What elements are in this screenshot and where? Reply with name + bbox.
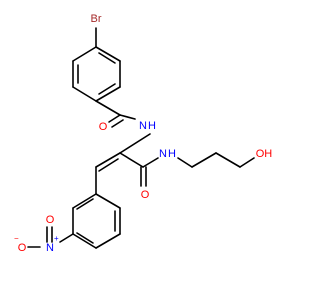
molecule-canvas: Br O N H N H O OH N + O O − — [14, 13, 273, 254]
nitro-oxygen-left-label: O — [18, 242, 27, 254]
bromine-label: Br — [91, 13, 102, 25]
amide2-oxygen-label: O — [141, 189, 150, 201]
hydroxyl-label: OH — [256, 148, 273, 160]
amide1-carbonyl-bond — [108, 114, 124, 128]
amide2-nitrogen-label: N — [159, 148, 167, 160]
nitro-nitrogen-label: N — [46, 242, 54, 254]
nitro-nitrogen-charge: + — [54, 234, 59, 243]
amide1-nitrogen-label: N — [139, 120, 147, 132]
amide1-hydrogen-label: H — [148, 120, 156, 132]
carbonyl2-n-bond — [142, 157, 159, 168]
carbonyl-n-bond — [119, 114, 136, 120]
nitro-double-bond — [46, 226, 53, 243]
ring-nitro-bond — [59, 233, 74, 243]
vinyl-double-bond — [95, 152, 121, 172]
nitro-oxygen-charge: − — [14, 234, 19, 243]
ring-carbonyl-bond — [95, 100, 121, 116]
nitrophenyl-ring — [72, 193, 121, 249]
amide1-oxygen-label: O — [99, 121, 108, 133]
n-alpha-carbon-bond — [119, 133, 151, 154]
nitro-oxygen-top-label: O — [46, 214, 55, 226]
structure-diagram: Br O N H N H O OH N + O O − — [14, 13, 273, 254]
hydroxypropyl-chain — [177, 152, 255, 168]
amide2-hydrogen-label: H — [168, 148, 176, 160]
bromophenyl-ring — [72, 46, 121, 102]
amide2-carbonyl-bond — [140, 166, 147, 187]
alpha-carbonyl2-bond — [119, 152, 144, 168]
